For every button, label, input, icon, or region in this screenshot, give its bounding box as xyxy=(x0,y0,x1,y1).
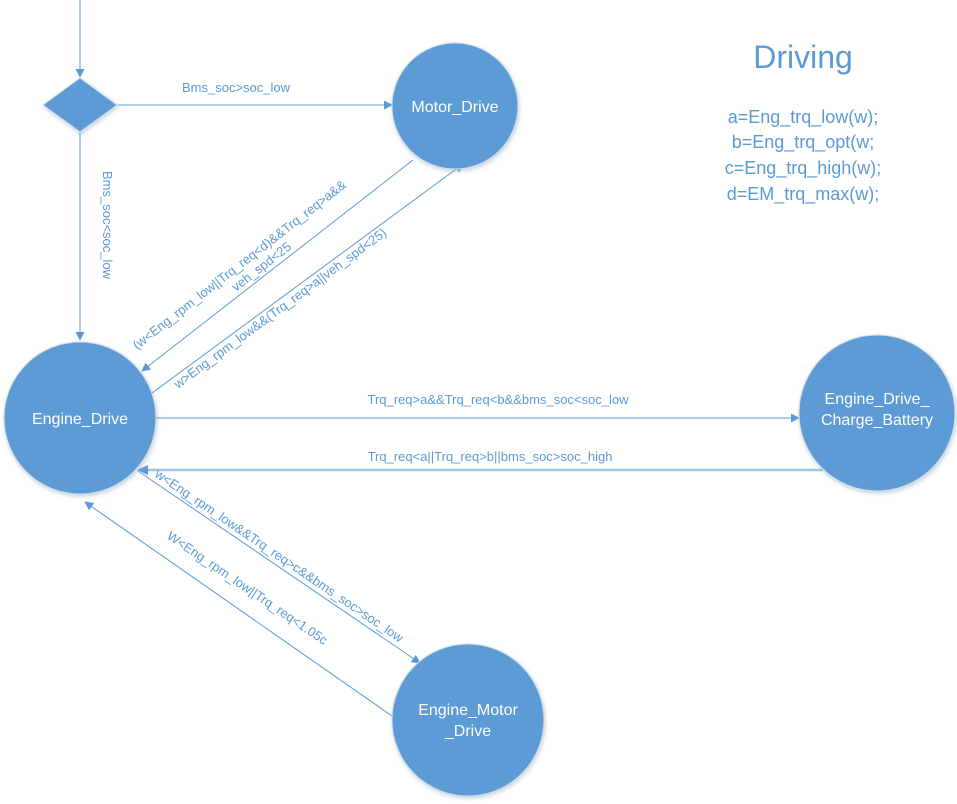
state-motor-drive-label: Motor_Drive xyxy=(411,99,498,116)
arrowhead-charge-battery-to-engine xyxy=(137,465,148,475)
definition-d: d=EM_trq_max(w); xyxy=(727,184,880,205)
definition-c: c=Eng_trq_high(w); xyxy=(725,158,882,179)
state-engine-drive-circle xyxy=(3,341,157,495)
state-engine-drive-label: Engine_Drive xyxy=(32,411,128,428)
edge-engine-motor-drive-to-engine xyxy=(84,501,393,717)
edge-engine-to-motor-drive xyxy=(147,163,464,397)
definition-b: b=Eng_trq_opt(w; xyxy=(732,132,875,153)
label-charge-battery-to-engine: Trq_req<a||Trq_req>b||bms_soc>soc_high xyxy=(368,449,613,464)
state-engine-drive[interactable]: Engine_Drive xyxy=(3,341,157,495)
definition-a: a=Eng_trq_low(w); xyxy=(728,107,879,128)
state-motor-drive-circle xyxy=(391,42,519,170)
state-engine-motor-drive-label-line2: _Drive xyxy=(444,723,491,740)
edge-engine-to-engine-motor-drive xyxy=(137,470,421,664)
state-engine-motor-drive[interactable]: Engine_Motor _Drive xyxy=(391,643,545,797)
label-engine-to-charge-battery: Trq_req>a&&Trq_req<b&&bms_soc<soc_low xyxy=(368,392,630,407)
state-charge-battery-circle xyxy=(798,334,956,492)
state-engine-motor-drive-circle xyxy=(391,643,545,797)
edge-motor-to-engine-drive xyxy=(141,159,414,372)
state-motor-drive[interactable]: Motor_Drive xyxy=(391,42,519,170)
label-motor-to-engine-drive-line1: (w<Eng_rpm_low||Trq_req<d)&&Trq_req>a&& xyxy=(130,177,350,353)
state-charge-battery-label-line1: Engine_Drive_ xyxy=(825,391,931,408)
diagram-title: Driving xyxy=(753,39,853,75)
state-engine-drive-charge-battery[interactable]: Engine_Drive_ Charge_Battery xyxy=(798,334,956,492)
state-engine-motor-drive-label-line1: Engine_Motor xyxy=(418,702,518,719)
state-charge-battery-label-line2: Charge_Battery xyxy=(821,412,933,429)
label-decision-to-engine-drive: Bms_soc<soc_low xyxy=(100,171,115,280)
label-decision-to-motor-drive: Bms_soc>soc_low xyxy=(182,80,291,95)
decision-diamond[interactable] xyxy=(42,77,118,133)
